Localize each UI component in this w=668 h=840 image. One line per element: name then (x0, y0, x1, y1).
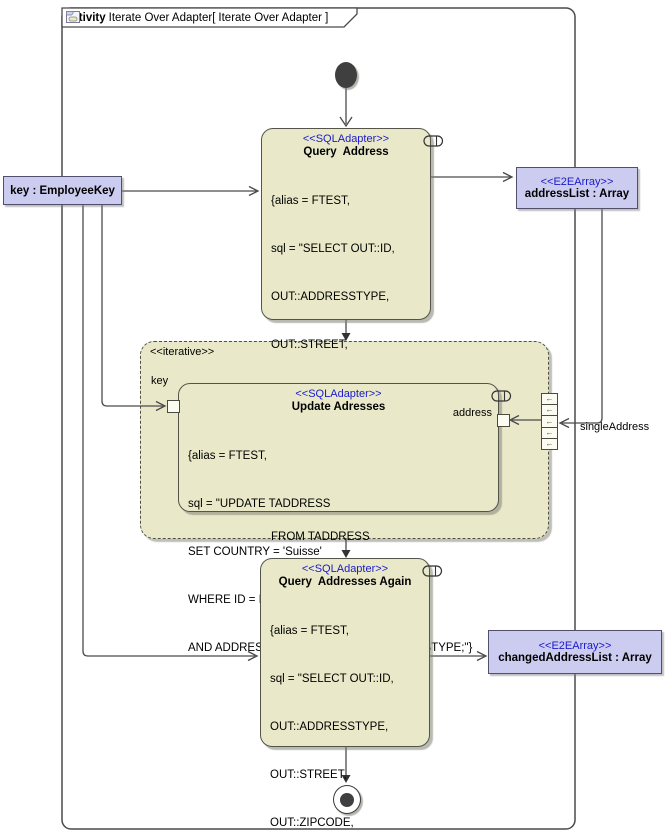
object-addresslist[interactable]: <<E2EArray>> addressList : Array (516, 167, 638, 209)
final-node-dot (340, 792, 354, 807)
frame-title-right: Iterate Over Adapter ] (218, 12, 329, 24)
arrowhead-open (502, 171, 514, 183)
arrowhead-open (558, 417, 570, 429)
action-name: Update Adresses (291, 401, 386, 413)
object-name: key : EmployeeKey (10, 184, 115, 197)
expansion-cell: ← (545, 438, 554, 448)
object-key[interactable]: key : EmployeeKey (3, 176, 122, 205)
region-stereotype-label: <<iterative>> (150, 346, 215, 358)
action-name: Query Addresses Again (278, 576, 412, 588)
node-body-line: SET COUNTRY = 'Suisse' (188, 546, 322, 558)
input-pin-key[interactable] (167, 400, 180, 413)
node-body-line: FROM TADDRESS (271, 531, 370, 543)
node-body-line: {alias = FTEST, (271, 195, 350, 207)
node-body-line: OUT::ADDRESSTYPE, (270, 721, 389, 733)
expansion-cell: ← (542, 405, 557, 417)
object-changed-addresslist[interactable]: <<E2EArray>> changedAddressList : Array (488, 630, 662, 674)
stereotype-label: <<E2EArray>> (538, 640, 612, 652)
initial-node[interactable] (335, 62, 357, 88)
frame-keyword: activity (66, 12, 106, 24)
expansion-cell: ← (542, 394, 557, 406)
node-body-line: sql = "SELECT OUT::ID, (270, 673, 394, 685)
arrowhead-open (248, 185, 260, 197)
expansion-node[interactable]: ← ← ← ← ← (541, 393, 558, 450)
object-name: changedAddressList : Array (498, 652, 652, 664)
final-node[interactable] (333, 785, 361, 814)
stereotype-label: <<SQLAdapter>> (301, 563, 389, 575)
pin-label-key: key (151, 375, 169, 387)
node-body-line: OUT::STREET, (270, 769, 347, 781)
stereotype-label: <<SQLAdapter>> (295, 388, 382, 400)
action-query-addresses-again[interactable]: <<SQLAdapter>> Query Addresses Again {al… (260, 558, 443, 829)
edge-label-single-address: singleAddress (580, 421, 650, 433)
frame-title: activity Iterate Over Adapter[ Iterate O… (66, 10, 328, 26)
action-update-adresses[interactable]: <<SQLAdapter>> Update Adresses {alias = … (178, 383, 512, 654)
frame-title-left: Iterate Over Adapter[ (108, 12, 216, 24)
action-body: {alias = FTEST, sql = "SELECT OUT::ID, O… (261, 588, 429, 840)
node-body-line: sql = "SELECT OUT::ID, (271, 243, 395, 255)
arrowhead-open (339, 116, 353, 128)
node-body-line: OUT::ZIPCODE, (270, 817, 354, 829)
node-body-line: OUT::STREET, (271, 339, 348, 351)
action-query-address[interactable]: <<SQLAdapter>> Query Address {alias = FT… (261, 128, 444, 591)
stereotype-label: <<E2EArray>> (540, 176, 614, 188)
action-name: Query Address (303, 146, 389, 158)
expansion-cell: ← (542, 416, 557, 428)
expansion-cell: ← (542, 428, 557, 439)
stereotype-label: <<SQLAdapter>> (302, 133, 390, 145)
input-pin-address[interactable] (497, 414, 510, 427)
edge-single-address (562, 207, 603, 424)
pin-label-address: address (452, 407, 492, 419)
node-body-line: sql = "UPDATE TADDRESS (188, 498, 331, 510)
node-body-line: {alias = FTEST, (188, 450, 267, 462)
object-name: addressList : Array (524, 188, 630, 200)
node-body-line: {alias = FTEST, (270, 625, 349, 637)
node-body-line: OUT::ADDRESSTYPE, (271, 291, 390, 303)
